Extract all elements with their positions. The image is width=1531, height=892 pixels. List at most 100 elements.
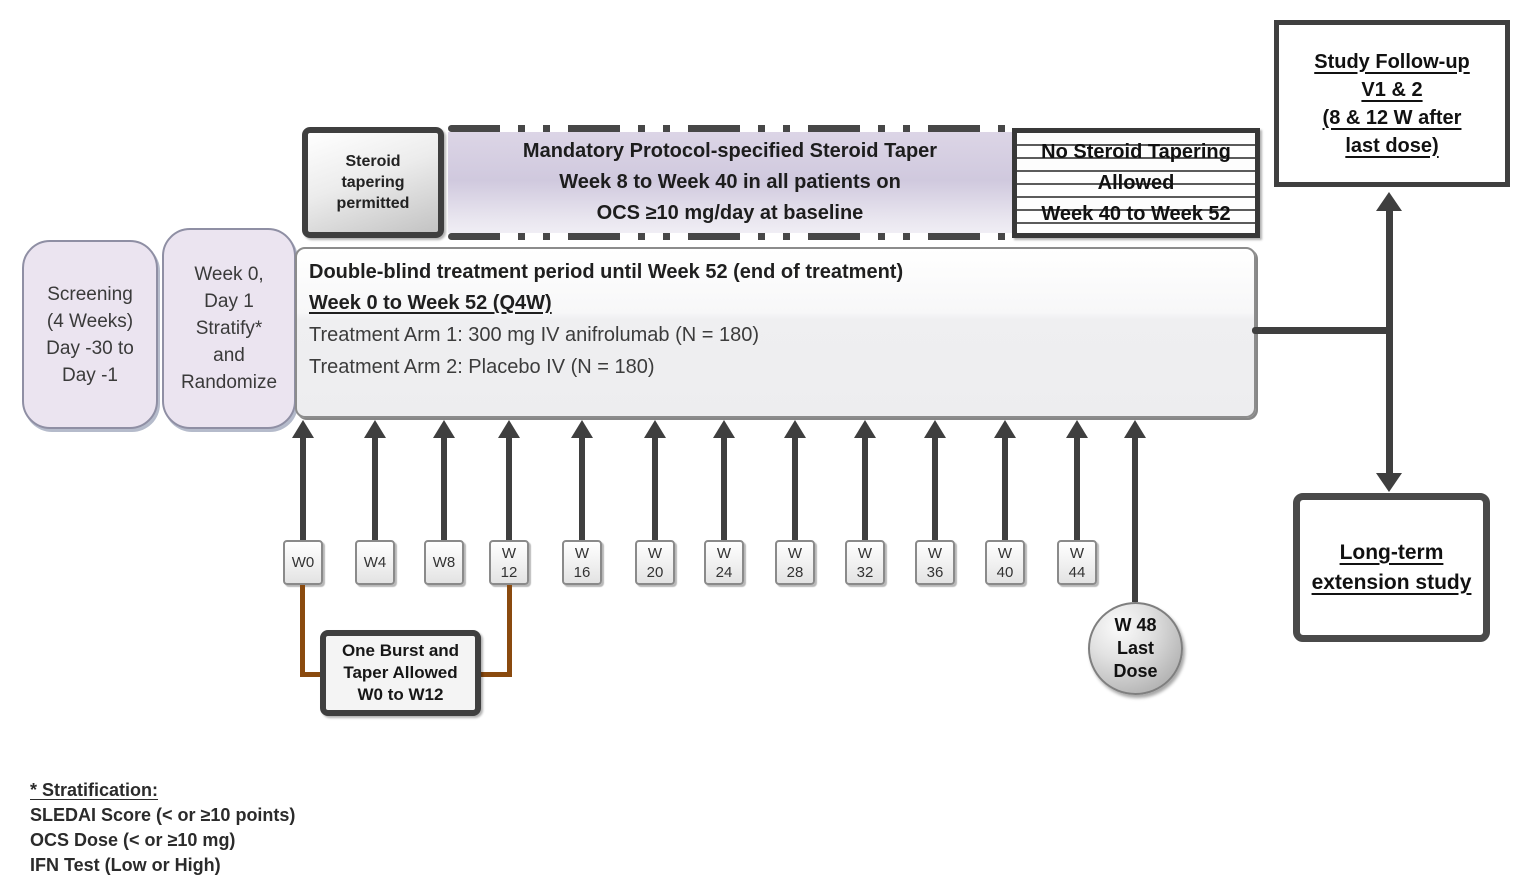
no-taper-line: Week 40 to Week 52	[1041, 202, 1231, 225]
burst-line: One Burst and	[341, 641, 460, 660]
double-arrow-shaft	[1386, 206, 1393, 474]
dose-marker-label: W	[501, 544, 517, 562]
burst-connector-w12-horizontal	[481, 672, 512, 677]
treatment-arm-1: Treatment Arm 1: 300 mg IV anifrolumab (…	[309, 324, 760, 346]
dose-w28-arrowhead-icon	[784, 420, 806, 438]
dose-marker-label: 24	[715, 563, 733, 581]
treatment-title: Double-blind treatment period until Week…	[309, 261, 904, 283]
dose-marker-label: W	[927, 544, 943, 562]
dose-w24-arrow-shaft	[721, 434, 727, 544]
dose-w24-arrowhead-icon	[713, 420, 735, 438]
followup-line: V1 & 2	[1361, 78, 1423, 101]
dose-w48-arrow-shaft	[1132, 434, 1138, 602]
dose-w40-arrowhead-icon	[994, 420, 1016, 438]
stratification-item: IFN Test (Low or High)	[30, 855, 221, 875]
last-dose-line: Last	[1116, 638, 1154, 658]
randomize-line: and	[213, 345, 245, 366]
no-taper-line: No Steroid Tapering	[1041, 140, 1231, 163]
no-steroid-tapering-box: No Steroid Tapering Allowed Week 40 to W…	[1012, 128, 1260, 238]
dose-w12-arrow-shaft	[506, 434, 512, 544]
dose-w44-arrow-shaft	[1074, 434, 1080, 544]
dose-marker-label: 44	[1068, 563, 1086, 581]
steroid-permitted-line: Steroid	[345, 153, 401, 170]
dose-w12-arrowhead-icon	[498, 420, 520, 438]
dose-marker-label: 40	[996, 563, 1014, 581]
steroid-permitted-line: permitted	[336, 195, 410, 212]
double-arrow-down-head-icon	[1376, 473, 1402, 492]
extension-line: extension study	[1311, 570, 1472, 594]
dose-w20-arrowhead-icon	[644, 420, 666, 438]
dose-w16-arrowhead-icon	[571, 420, 593, 438]
study-followup-box: Study Follow-up V1 & 2 (8 & 12 W after l…	[1274, 20, 1510, 187]
followup-line: last dose)	[1345, 134, 1439, 157]
dose-marker-label: W0	[291, 554, 315, 571]
dose-marker-label: W	[997, 544, 1013, 562]
screening-box: Screening (4 Weeks) Day -30 to Day -1	[22, 240, 158, 429]
banner-line: Week 8 to Week 40 in all patients on	[559, 171, 901, 193]
treatment-subtitle: Week 0 to Week 52 (Q4W)	[309, 292, 552, 314]
dose-marker-label: W	[1069, 544, 1085, 562]
stratification-item: SLEDAI Score (< or ≥10 points)	[30, 805, 296, 825]
burst-connector-w12-vertical	[507, 585, 512, 677]
dose-marker-label: 16	[573, 563, 591, 581]
banner-line: OCS ≥10 mg/day at baseline	[596, 202, 864, 224]
dose-marker-label: W	[857, 544, 873, 562]
dose-w4-arrow-shaft	[372, 434, 378, 544]
randomize-line: Day 1	[204, 291, 254, 312]
followup-line: Study Follow-up	[1314, 50, 1470, 73]
one-burst-taper-box: One Burst and Taper Allowed W0 to W12	[320, 630, 481, 716]
dose-marker-label: 28	[786, 563, 804, 581]
randomize-line: Week 0,	[194, 264, 264, 285]
dose-w40-arrow-shaft	[1002, 434, 1008, 544]
dose-marker-label: W	[647, 544, 663, 562]
dose-w0-arrow-shaft	[300, 434, 306, 544]
treatment-period-box: Double-blind treatment period until Week…	[295, 247, 1256, 418]
dose-marker-label: W4	[363, 554, 387, 571]
double-arrow-up-head-icon	[1376, 192, 1402, 211]
screening-line: Screening	[47, 283, 133, 305]
last-dose-line: Dose	[1113, 661, 1158, 681]
stratification-title: * Stratification:	[30, 780, 159, 800]
dose-marker-label: 12	[500, 563, 518, 581]
steroid-tapering-permitted-box: Steroid tapering permitted	[302, 127, 444, 238]
followup-line: (8 & 12 W after	[1322, 106, 1462, 129]
banner-line: Mandatory Protocol-specified Steroid Tap…	[522, 140, 938, 162]
stratification-footnote: * Stratification: SLEDAI Score (< or ≥10…	[30, 778, 295, 878]
screening-line: (4 Weeks)	[46, 310, 134, 332]
treatment-arm-2: Treatment Arm 2: Placebo IV (N = 180)	[309, 356, 655, 378]
randomize-box: Week 0, Day 1 Stratify* and Randomize	[162, 228, 296, 429]
extension-line: Long-term	[1339, 540, 1444, 564]
burst-line: Taper Allowed	[343, 663, 458, 682]
dose-w28-arrow-shaft	[792, 434, 798, 544]
no-taper-line: Allowed	[1097, 171, 1175, 194]
randomize-line: Stratify*	[195, 318, 263, 339]
dose-marker-w8: W8	[424, 540, 464, 585]
main-to-followup-connector-line	[1252, 327, 1392, 334]
burst-line: W0 to W12	[357, 685, 444, 704]
screening-line: Day -1	[62, 364, 118, 386]
dose-w36-arrow-shaft	[932, 434, 938, 544]
burst-connector-w0-vertical	[300, 585, 305, 677]
dose-w32-arrowhead-icon	[854, 420, 876, 438]
dose-w44-arrowhead-icon	[1066, 420, 1088, 438]
dose-marker-w4: W4	[355, 540, 395, 585]
dose-w36-arrowhead-icon	[924, 420, 946, 438]
randomize-line: Randomize	[180, 372, 278, 393]
dose-marker-label: 32	[856, 563, 874, 581]
last-dose-circle: W 48 Last Dose	[1088, 602, 1183, 695]
steroid-permitted-line: tapering	[341, 174, 405, 191]
dose-marker-label: W8	[432, 554, 456, 571]
dose-marker-w0: W0	[283, 540, 323, 585]
long-term-extension-box: Long-term extension study	[1293, 493, 1490, 642]
dose-marker-label: W	[716, 544, 732, 562]
mandatory-taper-banner: Mandatory Protocol-specified Steroid Tap…	[448, 125, 1012, 240]
dose-w16-arrow-shaft	[579, 434, 585, 544]
dose-w0-arrowhead-icon	[292, 420, 314, 438]
